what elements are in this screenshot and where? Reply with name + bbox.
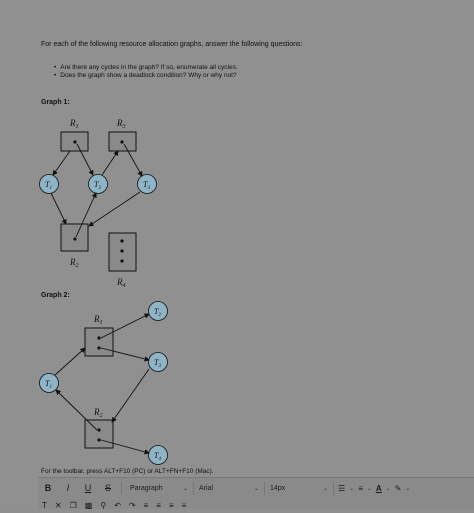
font-select[interactable]: Arial ⌄	[194, 481, 265, 495]
font-select-value: Arial	[199, 484, 214, 492]
highlight-pen-icon[interactable]: ✎	[394, 483, 402, 493]
underline-button[interactable]: U	[84, 483, 92, 493]
graph2-thread-t4	[148, 445, 168, 465]
svg-text:T1: T1	[45, 180, 52, 191]
question-intro: For each of the following resource alloc…	[41, 41, 303, 48]
font-size-select-value: 14px	[270, 484, 286, 492]
align-left-icon[interactable]: ≡	[143, 500, 149, 510]
graph2-thread-t3	[148, 352, 168, 372]
graph1-label-r1: R1	[69, 118, 79, 130]
numbered-list-icon[interactable]: ≡	[358, 483, 363, 493]
redo-icon[interactable]: ↷	[128, 500, 136, 510]
text-color-button[interactable]: A	[375, 483, 382, 493]
svg-text:T2: T2	[94, 180, 101, 191]
bullet-list-icon[interactable]: ☰	[338, 483, 346, 493]
paragraph-select[interactable]: Paragraph ⌄	[125, 481, 194, 495]
graph2-resource-r2	[84, 419, 114, 449]
chevron-down-icon[interactable]: ⌄	[349, 485, 355, 492]
undo-icon[interactable]: ↶	[114, 500, 121, 510]
svg-text:T1: T1	[45, 379, 52, 390]
paste-icon[interactable]: ▩	[84, 500, 93, 510]
strikethrough-button[interactable]: S	[104, 483, 111, 493]
toolbar-hint: For the toolbar, press ALT+F10 (PC) or A…	[41, 468, 214, 475]
graph1-resource-r2	[60, 223, 89, 252]
graph1-label-r4: R4	[116, 277, 126, 289]
italic-button[interactable]: I	[66, 483, 70, 493]
font-size-select[interactable]: 14px ⌄	[265, 481, 334, 495]
chevron-down-icon[interactable]: ⌄	[385, 485, 391, 492]
graph1-thread-t2	[88, 174, 108, 194]
graph1-label-r2: R2	[69, 257, 79, 269]
question-list: Are there any cycles in the graph? If so…	[54, 64, 238, 80]
graph1-title: Graph 1:	[41, 99, 70, 106]
copy-icon[interactable]: ❐	[69, 500, 77, 510]
graph2-resource-r1	[84, 327, 114, 357]
graph2-thread-t2	[148, 301, 168, 321]
chevron-down-icon: ⌄	[253, 485, 259, 492]
svg-text:T3: T3	[143, 180, 150, 191]
graph1-thread-t3	[137, 174, 157, 194]
graph2-diagram: R1 R2 T1 T2 T3 T4	[39, 301, 168, 465]
chevron-down-icon: ⌄	[182, 485, 188, 492]
question-item: Are there any cycles in the graph? If so…	[54, 64, 237, 72]
justify-icon[interactable]: ≡	[181, 500, 187, 510]
graph1-label-r3: R3	[116, 118, 126, 130]
clear-format-icon[interactable]: T	[42, 500, 47, 510]
svg-text:T2: T2	[154, 307, 161, 318]
editor-toolbar: B I U S Paragraph ⌄ Arial ⌄ 14px ⌄ ☰ ⌄ ≡…	[38, 477, 474, 510]
chevron-down-icon[interactable]: ⌄	[405, 485, 411, 492]
bold-button[interactable]: B	[44, 483, 52, 493]
chevron-down-icon[interactable]: ⌄	[366, 485, 372, 492]
graph2-thread-t1	[39, 373, 59, 393]
svg-text:T3: T3	[154, 358, 161, 369]
chevron-down-icon: ⌄	[322, 485, 328, 492]
align-center-icon[interactable]: ≡	[156, 500, 161, 510]
question-item: Does the graph show a deadlock condition…	[54, 72, 238, 80]
find-icon[interactable]: ⚲	[100, 500, 107, 510]
paragraph-select-value: Paragraph	[130, 484, 163, 492]
toolbar-divider	[121, 482, 122, 494]
align-right-icon[interactable]: ≡	[168, 500, 174, 510]
graph1-diagram: R1 R3 T1 T2 T3 R2 R4	[39, 118, 157, 289]
graph2-label-r2: R2	[93, 407, 103, 419]
graph1-thread-t1	[39, 174, 59, 194]
graph2-title: Graph 2:	[41, 292, 70, 299]
graph2-label-r1: R1	[93, 314, 103, 326]
cut-icon[interactable]: ✕	[54, 500, 62, 510]
svg-text:T4: T4	[154, 451, 161, 462]
